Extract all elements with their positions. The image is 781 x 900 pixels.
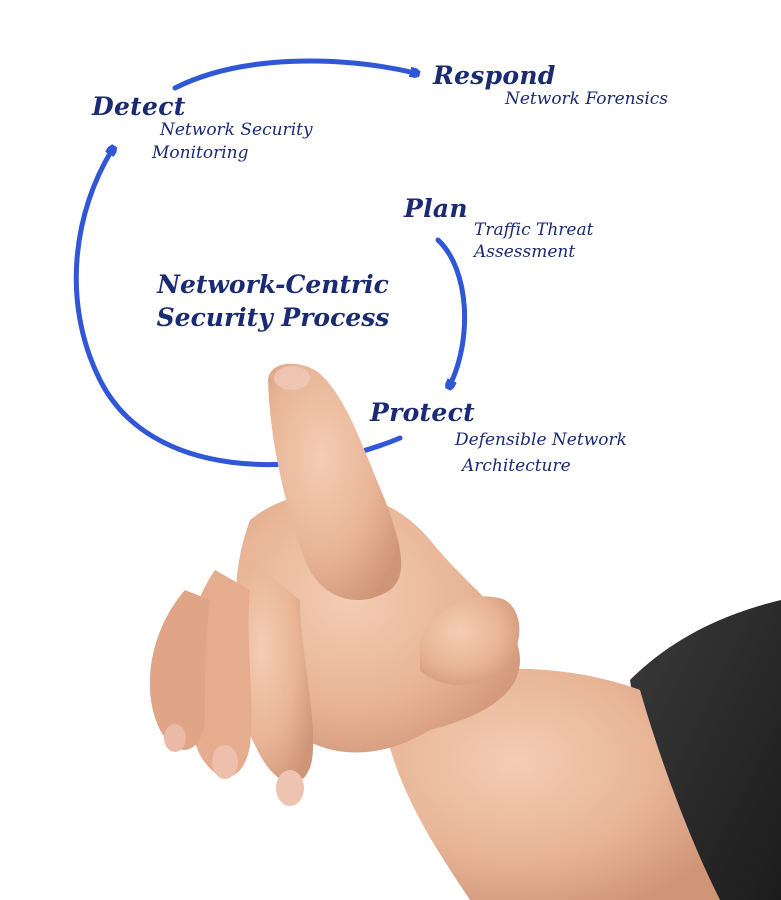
- fingernail-ring: [212, 745, 238, 779]
- protect-title: Protect: [370, 398, 475, 427]
- protect-sub-line1: Defensible Network: [455, 430, 627, 450]
- respond-sub-line1: Network Forensics: [505, 89, 669, 109]
- thumb: [420, 596, 520, 685]
- detect-title: Detect: [92, 92, 186, 121]
- protect-sub-line2: Architecture: [462, 456, 571, 476]
- center-title-line1: Network-Centric: [157, 270, 389, 299]
- plan-sub-line2: Assessment: [474, 242, 576, 262]
- cycle-arrow-plan-to-protect: [435, 237, 468, 385]
- center-title-line2: Security Process: [156, 303, 390, 332]
- center-title: Network-Centric Security Process: [108, 272, 438, 330]
- fingernail-pinky: [164, 724, 186, 752]
- cycle-arrow-detect-to-respond: [172, 58, 415, 91]
- plan-title: Plan: [404, 194, 468, 223]
- forearm: [380, 668, 720, 900]
- plan-sub-line1: Traffic Threat: [474, 220, 594, 240]
- detect-sub-line1: Network Security: [160, 120, 313, 140]
- fingernail-index: [274, 366, 310, 390]
- finger-pinky: [149, 590, 210, 750]
- fingernail-middle: [276, 770, 304, 806]
- finger-index: [268, 363, 402, 600]
- respond-title: Respond: [433, 61, 556, 90]
- detect-sub-line2: Monitoring: [152, 143, 249, 163]
